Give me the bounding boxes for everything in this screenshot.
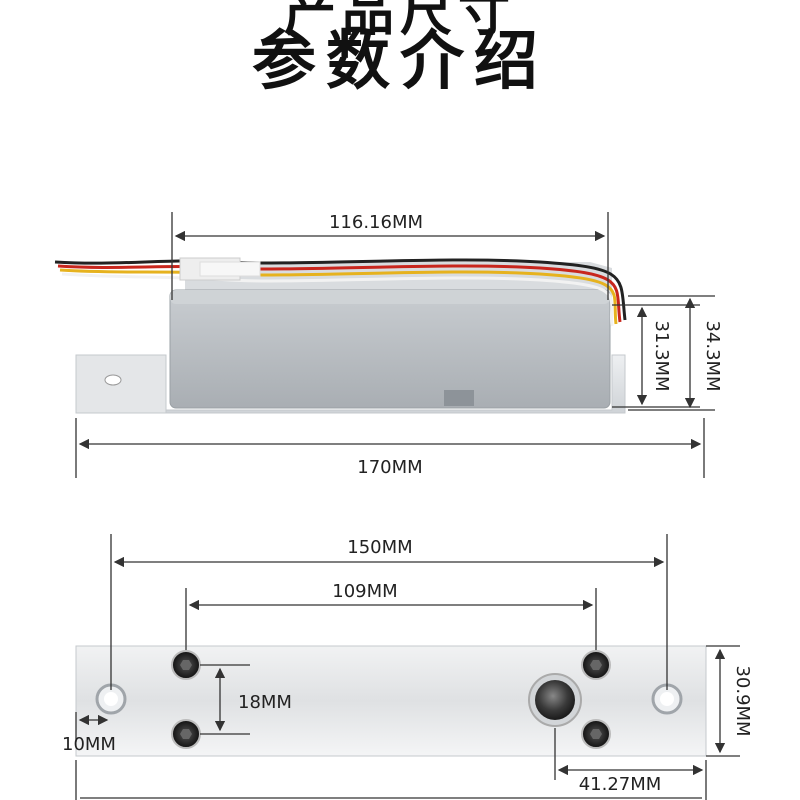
label-screw-spacing: 109MM: [332, 581, 397, 602]
label-total-length: 170MM: [357, 457, 422, 478]
dim-body-width: [171, 212, 609, 300]
page-title: 参数介绍: [252, 25, 548, 99]
screw-icon: [581, 650, 611, 680]
dim-edge-offset: [75, 712, 109, 742]
label-total-height: 34.3MM: [702, 320, 723, 391]
wires: [54, 258, 627, 327]
bolt-slot: [444, 390, 474, 406]
face-plate: [75, 645, 707, 757]
lock-housing: [169, 289, 611, 409]
dim-screw-spacing: [185, 588, 597, 650]
dim-bolt-offset: [75, 728, 707, 800]
dim-hole-spacing: [110, 534, 668, 690]
face-view: [75, 645, 707, 757]
label-hole-spacing: 150MM: [347, 537, 412, 558]
cut-off-heading: 产品尺寸: [283, 0, 516, 43]
label-screw-vertical: 18MM: [238, 692, 292, 713]
screw-icon: [581, 719, 611, 749]
screw-icon: [171, 719, 201, 749]
dim-total-length: [75, 418, 705, 478]
dim-screw-vertical: [200, 664, 250, 735]
label-edge-offset: 10MM: [62, 734, 116, 755]
label-body-width: 116.16MM: [329, 212, 423, 233]
label-body-height: 31.3MM: [651, 320, 672, 391]
dim-heights: [612, 295, 715, 411]
dim-plate-width: [706, 645, 740, 757]
screw-icon: [171, 650, 201, 680]
label-bolt-offset: 41.27MM: [579, 774, 662, 795]
mount-hole: [104, 374, 122, 386]
side-view: [54, 257, 627, 414]
label-plate-width: 30.9MM: [732, 665, 753, 736]
